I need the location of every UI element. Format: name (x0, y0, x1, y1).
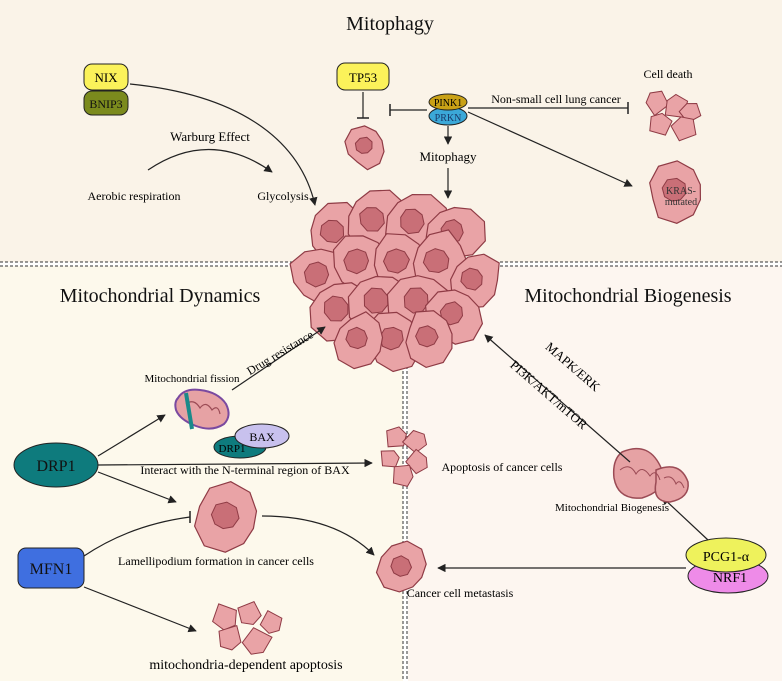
mfn1-label: MFN1 (30, 561, 73, 578)
mfn1-inhibit-path (83, 516, 191, 557)
pcg1-oval (685, 537, 767, 573)
kras-label-1: KRAS- (666, 186, 696, 197)
apoptosis-label: Apoptosis of cancer cells (442, 460, 563, 474)
tumor-cluster (289, 189, 500, 373)
pcg1-to-biogenesis-arrow (661, 496, 709, 541)
tumor-cell (333, 311, 384, 370)
kras-mutated-cell (649, 160, 702, 224)
drp1-small-label: DRP1 (219, 443, 246, 455)
bax-label: BAX (249, 430, 275, 444)
glycolysis-label: Glycolysis (257, 189, 309, 203)
metastasis-label: Cancer cell metastasis (407, 586, 514, 600)
mfn1-to-apoptosis-arrow (83, 586, 197, 633)
nix-to-tumor-arrow (129, 83, 318, 206)
tp53-cell (344, 125, 385, 171)
tp53-label: TP53 (349, 70, 377, 85)
aerobic-label: Aerobic respiration (88, 189, 181, 203)
fission-label: Mitochondrial fission (144, 373, 240, 385)
tp53-target-cell (344, 125, 385, 171)
kras-cell (649, 160, 702, 224)
cell-fragment (218, 624, 242, 651)
cell-fragment (259, 610, 283, 634)
bax-oval (234, 423, 290, 449)
cell-fragment (380, 450, 400, 468)
prkn-label: PRKN (435, 113, 462, 124)
cell-death-label: Cell death (644, 67, 693, 81)
cell-fragment (392, 464, 414, 487)
pink1-shape (428, 93, 468, 111)
biogenesis-title: Mitochondrial Biogenesis (524, 285, 731, 307)
cell-fragment (241, 627, 273, 655)
warburg-arrow (147, 148, 273, 173)
pink1-to-kras-arrow (467, 111, 633, 187)
nsclc-label: Non-small cell lung cancer (491, 92, 621, 106)
cell-fragment (649, 112, 673, 136)
drp1-to-lamellipodium-arrow (97, 471, 177, 504)
bnip3-box (83, 90, 129, 116)
fission-to-tumor-arrow (231, 326, 326, 391)
pink1-label: PINK1 (434, 98, 462, 109)
cell-fragment (405, 448, 428, 475)
tumor-cell (405, 310, 453, 369)
mito-apoptosis-label: mitochondria-dependent apoptosis (149, 658, 342, 673)
tp53-box (336, 62, 390, 91)
mitophagy-title: Mitophagy (346, 13, 434, 35)
biogenesis-to-tumor-arrow (484, 334, 631, 463)
mfn1-box (17, 547, 85, 589)
metastasis-cell-body (375, 540, 427, 593)
bax-interact-label: Interact with the N-terminal region of B… (140, 463, 350, 477)
cell-fragment (670, 116, 697, 142)
nrf1-label: NRF1 (713, 571, 747, 586)
mitochondria-apoptosis-fragments (212, 600, 283, 655)
mito-biogenesis-label: Mitochondrial Biogenesis (555, 502, 669, 514)
mitochondrion-fission-icon (174, 388, 230, 430)
lamellipodium-cell (193, 481, 258, 553)
kras-label-2: mutated (665, 197, 697, 208)
lamellipodium-to-metastasis-arrow (261, 515, 375, 556)
apoptosis-fragments (380, 426, 428, 487)
cell-death-fragments (645, 90, 702, 142)
drp1-to-apoptosis-arrow (97, 458, 373, 468)
lamellipodium-cell-body (193, 481, 258, 553)
pcg1-label: PCG1-α (703, 550, 750, 565)
nix-label: NIX (94, 70, 118, 85)
lamellipodium-label: Lamellipodium formation in cancer cells (118, 554, 314, 568)
cell-fragment (645, 90, 670, 117)
nix-box (83, 63, 129, 91)
cell-fragment (401, 429, 428, 454)
bnip3-label: BNIP3 (89, 97, 122, 111)
drp1-to-fission-arrow (97, 414, 166, 457)
mitophagy-arrow-label: Mitophagy (419, 149, 477, 164)
mitochondria-biogenesis-icon (612, 447, 689, 503)
metastasis-cell (375, 540, 427, 593)
dynamics-title: Mitochondrial Dynamics (60, 285, 261, 307)
drp1-label: DRP1 (36, 458, 75, 475)
cell-fragment (237, 600, 262, 626)
warburg-label: Warburg Effect (170, 129, 250, 144)
cell-fragment (386, 426, 407, 448)
